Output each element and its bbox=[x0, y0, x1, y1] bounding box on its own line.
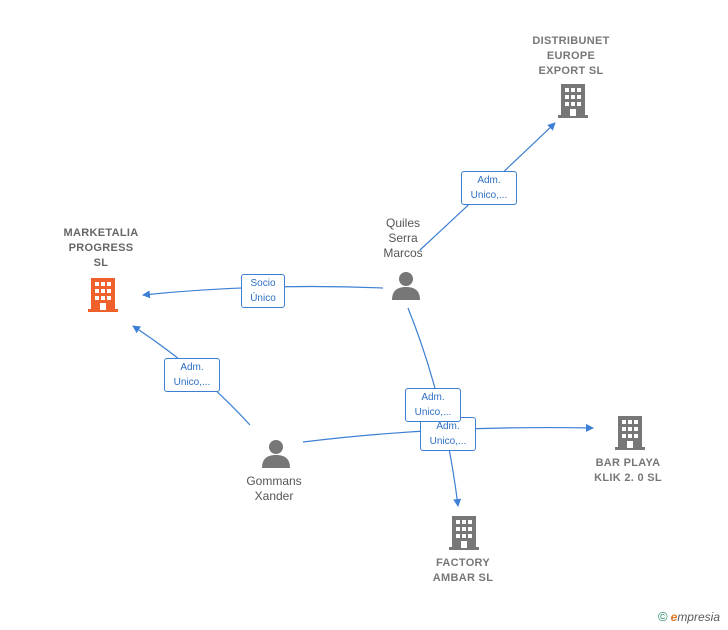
company-label-barplaya: BAR PLAYA KLIK 2. 0 SL bbox=[594, 457, 662, 484]
company-label-marketalia: MARKETALIA PROGRESS SL bbox=[63, 227, 139, 269]
building-icon[interactable] bbox=[614, 416, 646, 450]
person-icon[interactable] bbox=[260, 438, 292, 470]
edge-label-quiles-marketalia[interactable]: Socio Único bbox=[241, 274, 285, 308]
copyright-icon: © bbox=[658, 609, 668, 624]
edge-label-gommans-barplaya[interactable]: Adm. Unico,... bbox=[420, 417, 476, 451]
edge-label-quiles-factory[interactable]: Adm. Unico,... bbox=[405, 388, 461, 422]
company-label-factory: FACTORY AMBAR SL bbox=[432, 557, 494, 584]
company-label-distribunet: DISTRIBUNET EUROPE EXPORT SL bbox=[532, 35, 610, 77]
person-label-quiles: Quiles Serra Marcos bbox=[383, 216, 423, 260]
building-icon[interactable] bbox=[557, 84, 589, 118]
brand-logo: ©empresia bbox=[658, 609, 720, 624]
person-label-gommans: Gommans Xander bbox=[246, 474, 302, 503]
edge-label-gommans-marketalia[interactable]: Adm. Unico,... bbox=[164, 358, 220, 392]
person-icon[interactable] bbox=[390, 270, 422, 302]
building-icon[interactable] bbox=[87, 278, 119, 312]
building-icon[interactable] bbox=[448, 516, 480, 550]
edge-label-quiles-distribunet[interactable]: Adm. Unico,... bbox=[461, 171, 517, 205]
brand-initial: e bbox=[670, 610, 678, 624]
brand-name: mpresia bbox=[677, 610, 720, 624]
